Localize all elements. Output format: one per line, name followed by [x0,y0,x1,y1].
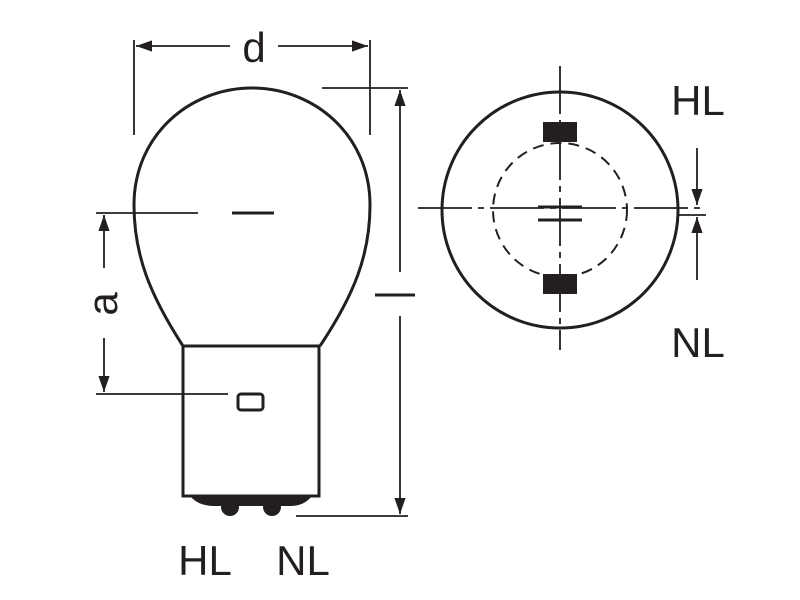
dimension-a: a [79,212,228,395]
bulb-base [181,344,321,498]
base-contacts [190,496,312,516]
contact-hl [221,498,239,516]
filament-nl [543,274,577,294]
label-top-hl: HL [671,77,725,124]
label-contact-hl: HL [178,537,232,584]
dimension-d: d [133,24,371,135]
filament-hl [543,122,577,142]
dimension-l: l [296,87,415,517]
label-contact-nl: NL [276,537,330,584]
bulb-glass [132,86,372,347]
label-d: d [242,24,265,71]
contact-nl [263,498,281,516]
bulb-side-view [132,86,372,516]
label-a: a [79,292,126,316]
bayonet-pin [236,392,265,412]
label-l: l [395,299,396,301]
bulb-top-view [418,66,700,350]
label-top-nl: NL [671,319,725,366]
tolerance-arrows [678,148,706,280]
